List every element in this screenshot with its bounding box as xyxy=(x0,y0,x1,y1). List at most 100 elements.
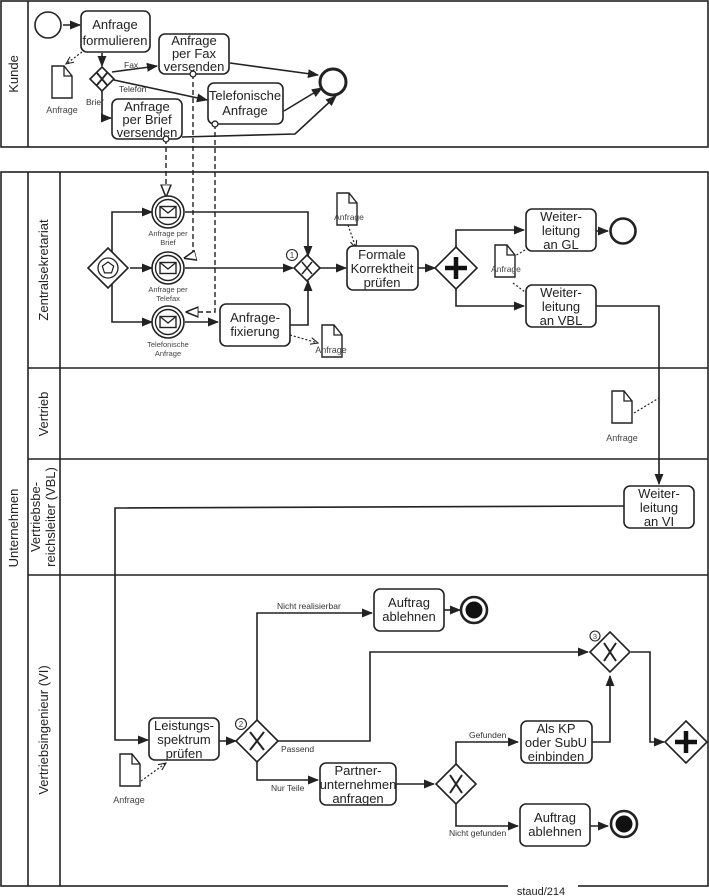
task-text: per Fax xyxy=(172,46,217,61)
parallel-gateway-split xyxy=(433,245,479,291)
parallel-gateway-end xyxy=(663,719,709,765)
lane-vbl-label-2: reichsleiter (VBL) xyxy=(43,467,58,567)
task-anfrage-formulieren[interactable]: Anfrage formulieren xyxy=(80,10,151,53)
pool-unternehmen: Unternehmen Zentralsekretariat Vertrieb … xyxy=(0,171,709,887)
task-text: Anfrage- xyxy=(230,310,280,325)
pool-kunde-label: Kunde xyxy=(6,55,21,93)
end-event-gl xyxy=(609,217,637,245)
start-event-kunde xyxy=(34,11,62,39)
event-label: Anfrage xyxy=(155,349,181,358)
event-label: Anfrage per xyxy=(148,229,188,238)
task-text: formulieren xyxy=(82,33,147,48)
task-text: Telefonische xyxy=(209,88,281,103)
xor-gateway-merge-1 xyxy=(292,253,322,283)
task-auftrag-ablehnen-2[interactable]: Auftrag ablehnen xyxy=(519,803,591,847)
task-text: prüfen xyxy=(166,746,203,761)
task-text: prüfen xyxy=(364,275,401,290)
task-text: leitung xyxy=(542,299,580,314)
task-formale-korrektheit[interactable]: Formale Korrektheit prüfen xyxy=(346,245,419,291)
task-weiterleitung-vbl[interactable]: Weiter- leitung an VBL xyxy=(525,284,597,328)
task-text: per Brief xyxy=(122,112,172,127)
task-text: Formale xyxy=(358,247,406,262)
task-anfrage-per-fax[interactable]: Anfrage per Fax versenden xyxy=(158,33,230,75)
flow-label-passend: Passend xyxy=(281,744,314,754)
task-leistungsspektrum[interactable]: Leistungs- spektrum prüfen xyxy=(148,717,220,761)
pool-unternehmen-label: Unternehmen xyxy=(6,489,21,568)
flow-label-telefon: Telefon xyxy=(119,84,147,94)
marker-3: 3 xyxy=(593,632,597,641)
task-text: versenden xyxy=(164,59,225,74)
task-text: Weiter- xyxy=(540,285,582,300)
event-based-gateway xyxy=(86,246,130,290)
task-als-kp-einbinden[interactable]: Als KP oder SubU einbinden xyxy=(520,720,593,764)
message-flows xyxy=(166,74,215,312)
flow-label-nicht-gefunden: Nicht gefunden xyxy=(449,828,506,838)
task-text: Anfrage xyxy=(171,33,217,48)
task-weiterleitung-vi[interactable]: Weiter- leitung an VI xyxy=(623,485,695,529)
task-telefonische-anfrage[interactable]: Telefonische Anfrage xyxy=(207,82,284,125)
task-text: leitung xyxy=(542,223,580,238)
lane-vbl-label-1: Vertriebsbe- xyxy=(28,482,43,552)
task-text: an VBL xyxy=(540,313,583,328)
association-vertrieb xyxy=(633,397,660,414)
task-text: Weiter- xyxy=(540,209,582,224)
marker-circle-3 xyxy=(589,630,601,642)
task-text: anfragen xyxy=(332,791,383,806)
document-anfrage-vertrieb xyxy=(611,390,633,424)
lane-vertrieb-label: Vertrieb xyxy=(36,392,51,437)
flow-label-brief: Brief xyxy=(86,97,104,107)
lane-vi-label: Vertriebsingenieur (VI) xyxy=(36,665,51,794)
task-auftrag-ablehnen-1[interactable]: Auftrag ablehnen xyxy=(373,588,445,632)
marker-2: 2 xyxy=(239,720,244,729)
footer-bg xyxy=(508,884,578,896)
task-text: Partner- xyxy=(335,763,382,778)
document-label-kunde: Anfrage xyxy=(46,105,78,115)
end-event-terminate-1 xyxy=(459,595,489,625)
task-text: oder SubU xyxy=(525,735,587,750)
marker-circle-1 xyxy=(285,248,299,262)
task-weiterleitung-gl[interactable]: Weiter- leitung an GL xyxy=(525,208,597,252)
task-text: leitung xyxy=(640,500,678,515)
task-text: Anfrage xyxy=(124,99,170,114)
message-event-telefon xyxy=(151,305,185,339)
task-text: Als KP xyxy=(536,721,575,736)
task-partnerunternehmen[interactable]: Partner- unternehmen anfragen xyxy=(319,762,397,806)
flow-label-gefunden: Gefunden xyxy=(469,730,507,740)
task-text: an GL xyxy=(543,237,578,252)
xor-gateway-2 xyxy=(234,718,280,764)
task-text: Anfrage xyxy=(222,103,268,118)
task-text: spektrum xyxy=(157,732,210,747)
task-text: an VI xyxy=(644,514,674,529)
end-event-terminate-2 xyxy=(609,809,639,839)
task-text: versenden xyxy=(117,125,178,140)
flow-label-nur-teile: Nur Teile xyxy=(271,783,305,793)
task-text: Auftrag xyxy=(534,810,576,825)
event-label: Telefax xyxy=(156,294,180,303)
xor-gateway-partner xyxy=(434,762,478,806)
event-label: Telefonische xyxy=(147,340,189,349)
lane-zentral-label: Zentralsekretariat xyxy=(36,219,51,321)
task-anfrage-per-brief[interactable]: Anfrage per Brief versenden xyxy=(111,98,183,140)
task-text: Anfrage xyxy=(92,17,138,32)
document-label: Anfrage xyxy=(113,795,145,805)
document-label: Anfrage xyxy=(491,264,521,274)
document-anfrage-kunde xyxy=(51,65,73,99)
xor-gateway-kunde xyxy=(88,65,116,93)
flow-label-nicht-realisierbar: Nicht realisierbar xyxy=(277,601,341,611)
task-text: ablehnen xyxy=(528,824,582,839)
task-text: unternehmen xyxy=(320,777,397,792)
event-label: Brief xyxy=(160,238,176,247)
vi-flows xyxy=(140,605,666,831)
marker-1: 1 xyxy=(290,251,295,260)
document-anfrage-vi xyxy=(119,753,141,787)
task-anfragefixierung[interactable]: Anfrage- fixierung xyxy=(219,303,291,347)
task-text: Weiter- xyxy=(638,486,680,501)
flow-to-leistung xyxy=(114,505,625,745)
message-event-telefax xyxy=(151,251,185,285)
document-label: Anfrage xyxy=(334,212,364,222)
xor-gateway-3 xyxy=(588,630,632,674)
marker-circle-2 xyxy=(234,717,248,731)
task-text: Auftrag xyxy=(388,595,430,610)
end-event-kunde xyxy=(318,67,348,97)
task-text: einbinden xyxy=(528,749,584,764)
